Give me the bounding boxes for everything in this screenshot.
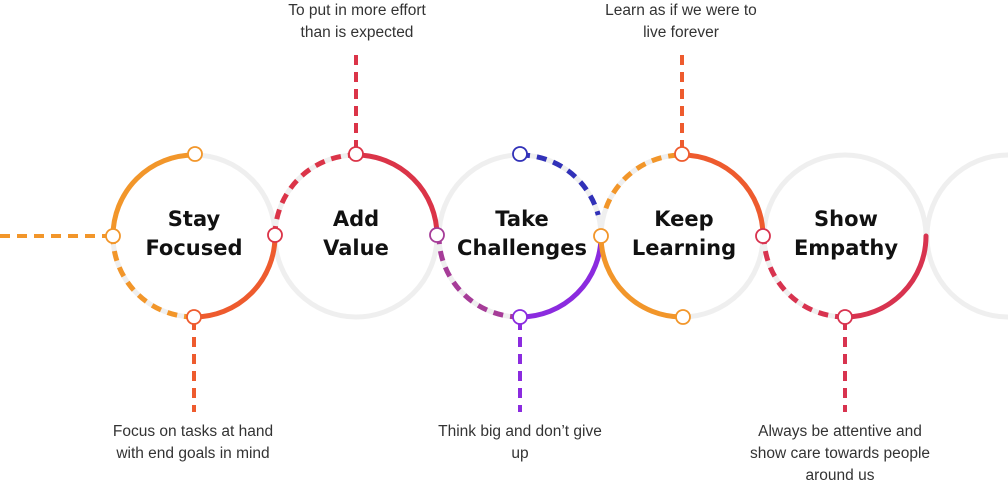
- arc-add-value-top: [353, 152, 440, 239]
- arc-keep-learning-dashed: [603, 152, 683, 210]
- arc-keep-learning-top: [679, 152, 766, 239]
- node-show-empathy-bottom: [837, 309, 853, 325]
- node-stay-focused-bottom: [186, 309, 202, 325]
- ring-6: [924, 152, 1008, 320]
- node-take-challenges-left: [429, 227, 445, 243]
- arc-keep-learning-bottom: [598, 233, 685, 320]
- arc-show-empathy-dashed: [761, 235, 846, 320]
- node-show-empathy-left: [755, 228, 771, 244]
- node-take-challenges-bottom: [512, 309, 528, 325]
- node-keep-learning-bottom: [675, 309, 691, 325]
- arc-add-value-dashed: [272, 152, 357, 237]
- arc-take-challenges-dashed-bottom: [436, 235, 521, 320]
- arc-show-empathy-bottom: [842, 233, 929, 320]
- node-stay-focused-top: [187, 146, 203, 162]
- node-stay-focused-left: [105, 228, 121, 244]
- arc-stay-focused-top: [110, 152, 197, 239]
- node-add-value-left: [267, 227, 283, 243]
- arc-stay-focused-bottom: [191, 233, 278, 320]
- arc-take-challenges-bottom: [517, 233, 604, 320]
- node-add-value-top: [348, 146, 364, 162]
- arc-take-challenges-dashed-top: [519, 152, 601, 216]
- node-take-challenges-top: [512, 146, 528, 162]
- arc-stay-focused-dashed: [110, 235, 195, 320]
- node-keep-learning-left: [593, 228, 609, 244]
- node-keep-learning-top: [674, 146, 690, 162]
